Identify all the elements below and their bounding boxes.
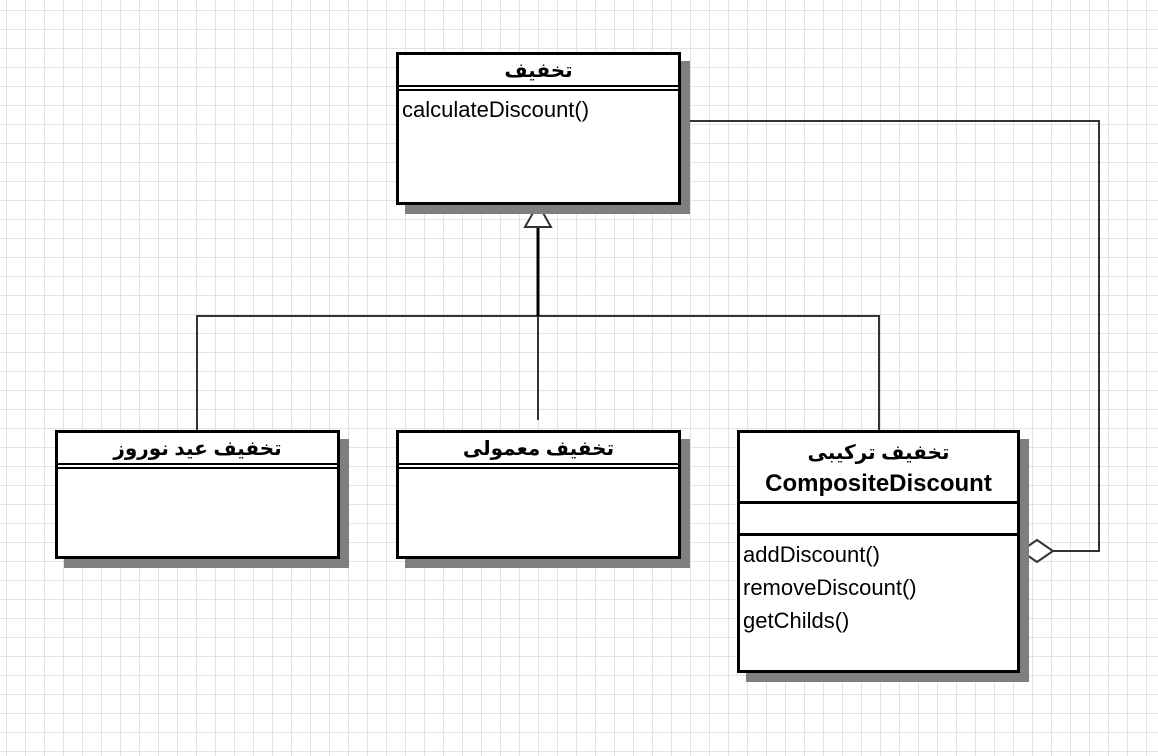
- operation-remove-discount: removeDiscount(): [743, 575, 917, 600]
- operation-get-childs: getChilds(): [743, 608, 850, 633]
- class-nowruz-discount[interactable]: تخفیف عید نوروز: [55, 430, 340, 559]
- class-nowruz-discount-name: تخفیف عید نوروز: [58, 433, 337, 469]
- operation-add-discount: addDiscount(): [743, 542, 880, 567]
- class-composite-discount[interactable]: تخفیف ترکیبی CompositeDiscount addDiscou…: [737, 430, 1020, 673]
- operation-calculate-discount: calculateDiscount(): [402, 97, 590, 122]
- class-discount[interactable]: تخفیف calculateDiscount(): [396, 52, 681, 205]
- class-regular-discount-name: تخفیف معمولی: [399, 433, 678, 469]
- class-composite-operations: addDiscount() removeDiscount() getChilds…: [740, 536, 1017, 639]
- aggregation-line: [685, 120, 1100, 552]
- class-discount-operations: calculateDiscount(): [399, 91, 678, 128]
- class-composite-attributes: [740, 504, 1017, 536]
- generalization-line-composite: [538, 315, 880, 430]
- class-regular-discount[interactable]: تخفیف معمولی: [396, 430, 681, 559]
- aggregation-diamond: [1019, 538, 1055, 564]
- generalization-arrowhead: [523, 201, 553, 228]
- generalization-line-nowruz: [196, 315, 538, 430]
- class-composite-discount-name: تخفیف ترکیبی CompositeDiscount: [740, 433, 1017, 504]
- class-discount-name: تخفیف: [399, 55, 678, 91]
- class-composite-discount-name-en: CompositeDiscount: [765, 470, 992, 497]
